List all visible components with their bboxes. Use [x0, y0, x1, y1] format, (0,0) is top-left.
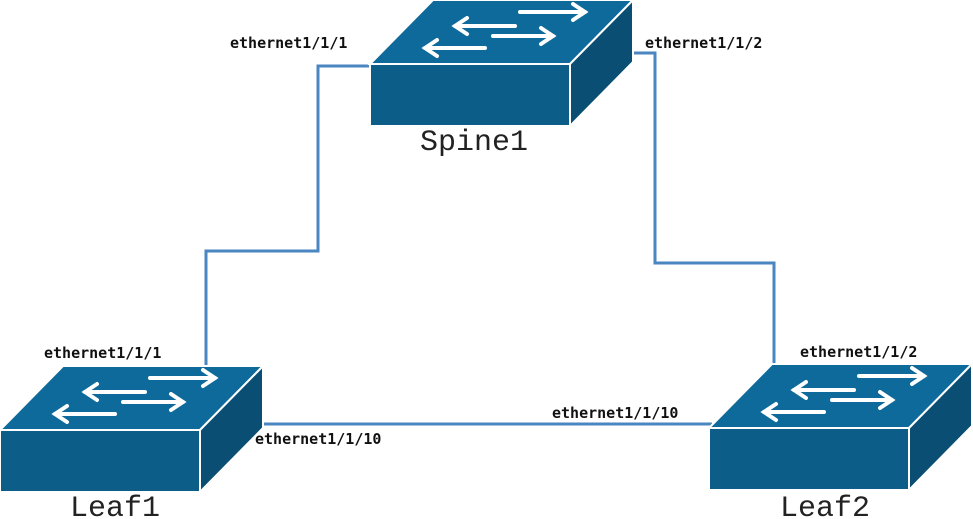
- link-spine1-leaf2: [633, 51, 776, 366]
- link-spine1-leaf1: [204, 64, 370, 370]
- port-label-spine1-right: ethernet1/1/2: [645, 34, 762, 52]
- port-labels: ethernet1/1/1 ethernet1/1/2 ethernet1/1/…: [44, 34, 917, 448]
- port-label-leaf2-up: ethernet1/1/2: [800, 343, 917, 361]
- network-switch-icon: [706, 361, 973, 493]
- port-label-leaf1-right: ethernet1/1/10: [255, 430, 381, 448]
- port-label-leaf2-left: ethernet1/1/10: [552, 404, 678, 422]
- leaf1-label: Leaf1: [70, 492, 160, 519]
- leaf2-label: Leaf2: [780, 492, 870, 519]
- leaf1-switch[interactable]: Leaf1: [0, 363, 266, 519]
- links: [204, 51, 776, 426]
- spine1-switch[interactable]: Spine1: [367, 0, 635, 160]
- network-switch-icon: [367, 0, 635, 129]
- port-label-leaf1-up: ethernet1/1/1: [44, 344, 161, 362]
- spine1-label: Spine1: [420, 126, 528, 160]
- leaf2-switch[interactable]: Leaf2: [706, 361, 973, 519]
- network-switch-icon: [0, 363, 266, 495]
- port-label-spine1-left: ethernet1/1/1: [230, 34, 347, 52]
